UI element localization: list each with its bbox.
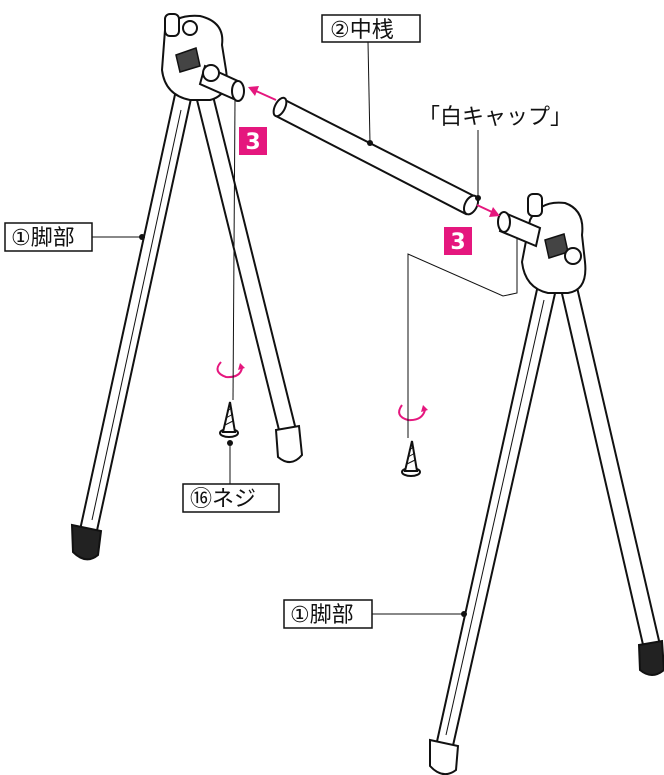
- label-leg-upper: ①脚部: [4, 222, 93, 252]
- left-rotation-arrow-icon: [216, 361, 245, 379]
- left-screw: [219, 401, 239, 438]
- right-stand: [429, 193, 664, 775]
- right-screw: [401, 440, 421, 477]
- label-crossbar: ②中桟: [321, 14, 421, 43]
- label-screw: ⑯ネジ: [182, 483, 280, 513]
- right-rotation-arrow-icon: [398, 404, 428, 422]
- step-badge-left: 3: [239, 127, 267, 155]
- leader-lines: [92, 41, 518, 617]
- left-stand-leg-front: [70, 89, 193, 561]
- step-badge-right-text: 3: [450, 230, 465, 255]
- step-badge-left-text: 3: [245, 130, 260, 155]
- label-screw-text: ⑯ネジ: [190, 487, 256, 512]
- label-white-cap: 「白キャップ」: [418, 105, 572, 130]
- label-crossbar-text: ②中桟: [330, 18, 394, 43]
- step-badge-right: 3: [444, 227, 472, 255]
- right-connector-stub: [497, 211, 542, 248]
- crossbar: [272, 96, 480, 216]
- right-stand-leg-front: [429, 284, 557, 775]
- right-insert-arrow-icon: [476, 204, 500, 217]
- label-leg-lower: ①脚部: [283, 599, 373, 629]
- left-insert-arrow-icon: [248, 86, 277, 101]
- left-stand: [70, 13, 304, 561]
- label-leg-upper-text: ①脚部: [11, 226, 75, 251]
- label-leg-lower-text: ①脚部: [290, 603, 354, 628]
- left-connector-stub: [198, 64, 245, 102]
- right-stand-leg-back: [559, 282, 664, 676]
- right-stand-hinge: [520, 193, 587, 294]
